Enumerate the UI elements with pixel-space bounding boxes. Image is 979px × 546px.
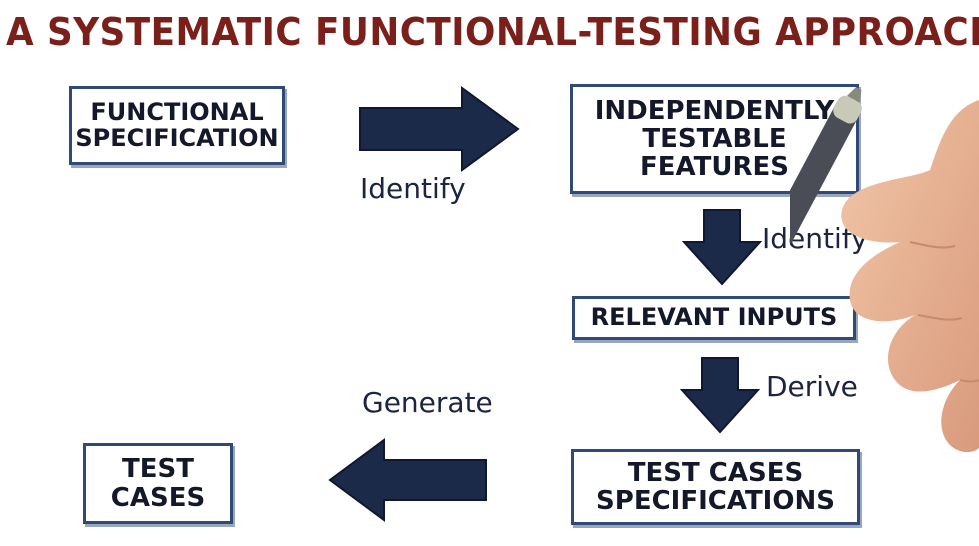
node-line: FUNCTIONAL xyxy=(90,97,264,126)
edge-label-generate: Generate xyxy=(362,386,493,419)
edge-label-identify: Identify xyxy=(360,172,466,205)
node-line: SPECIFICATION xyxy=(75,123,279,152)
node-line: TEST xyxy=(122,454,194,485)
node-line: SPECIFICATIONS xyxy=(596,486,835,516)
hand-with-marker-icon xyxy=(790,87,979,453)
node-test-case-specifications: TEST CASES SPECIFICATIONS xyxy=(571,449,860,525)
node-relevant-inputs: RELEVANT INPUTS xyxy=(572,296,856,340)
arrow-down-icon xyxy=(681,209,763,286)
arrow-right-icon xyxy=(359,86,520,172)
edge-label-derive: Derive xyxy=(766,370,858,403)
node-test-cases: TEST CASES xyxy=(83,443,233,524)
arrow-down-icon xyxy=(679,357,761,434)
node-line: INDEPENDENTLY xyxy=(594,95,835,126)
node-line: RELEVANT INPUTS xyxy=(590,303,838,332)
node-line: TEST CASES xyxy=(627,457,804,488)
node-line: CASES xyxy=(110,482,206,513)
node-independently-testable-features: INDEPENDENTLY TESTABLE FEATURES xyxy=(570,84,859,194)
page-title: A SYSTEMATIC FUNCTIONAL-TESTING APPROACH xyxy=(6,10,979,54)
node-functional-specification: FUNCTIONAL SPECIFICATION xyxy=(69,86,285,165)
node-line: TESTABLE xyxy=(642,123,787,154)
node-line: FEATURES xyxy=(640,152,789,183)
arrow-left-icon xyxy=(328,438,487,522)
